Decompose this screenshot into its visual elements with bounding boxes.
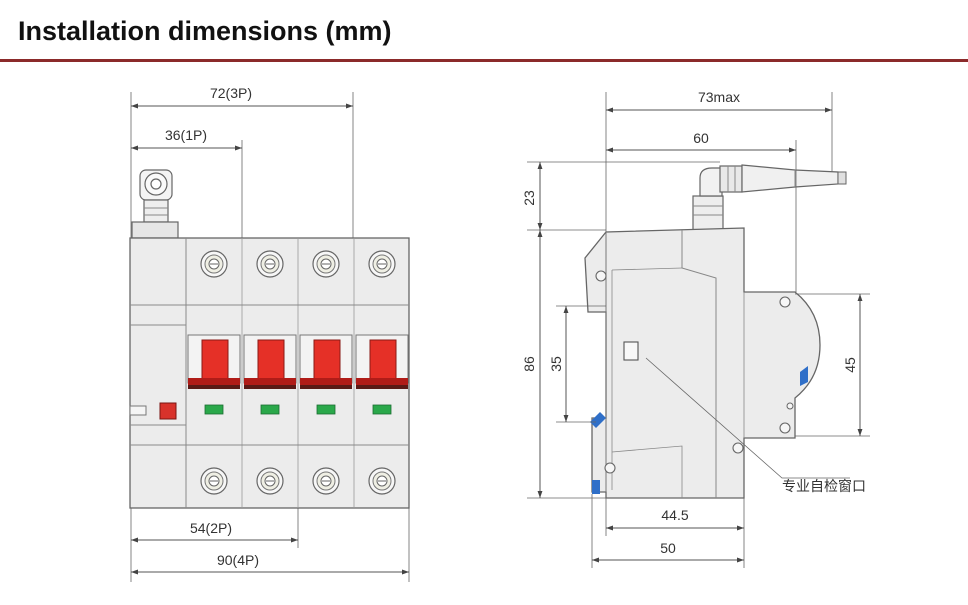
dim-72-3p: 72(3P): [210, 85, 252, 101]
antenna-connector-front: [131, 169, 179, 239]
test-button: [159, 402, 177, 420]
terminal-bottom: [368, 467, 396, 495]
din-clip-upper: [590, 412, 606, 428]
status-indicator: [372, 404, 392, 415]
callout-self-check: 专业自检窗口: [782, 478, 866, 494]
header: Installation dimensions (mm): [0, 0, 968, 62]
side-dimensions: 73max 60 23 86 35 45 44.5 50: [521, 89, 870, 568]
dim-36-1p: 36(1P): [165, 127, 207, 143]
dim-35: 35: [548, 356, 564, 372]
din-clip-lower: [592, 480, 600, 494]
pole-module: [299, 250, 353, 495]
dim-60-top: 60: [693, 130, 709, 146]
self-check-window: [623, 341, 639, 361]
dim-23: 23: [521, 190, 537, 206]
dim-86: 86: [521, 356, 537, 372]
page-title: Installation dimensions (mm): [18, 16, 392, 46]
front-view: [129, 169, 410, 509]
side-view: 专业自检窗口: [584, 164, 866, 499]
handle-base: [244, 378, 296, 386]
dim-54-2p: 54(2P): [190, 520, 232, 536]
toggle-handle: [369, 339, 397, 381]
terminal-top: [256, 250, 284, 278]
status-indicator: [260, 404, 280, 415]
terminal-top: [312, 250, 340, 278]
breaker-body-side: [584, 227, 821, 499]
pole-module: [187, 250, 241, 495]
handle-base: [188, 378, 240, 386]
dim-90-4p: 90(4P): [217, 552, 259, 568]
terminal-bottom: [256, 467, 284, 495]
terminal-top: [200, 250, 228, 278]
dim-73max: 73max: [698, 89, 740, 105]
toggle-handle: [201, 339, 229, 381]
title-rule: [0, 59, 968, 62]
pole-module: [243, 250, 297, 495]
dim-44-5: 44.5: [661, 507, 688, 523]
dim-45: 45: [842, 357, 858, 373]
handle-base: [356, 378, 408, 386]
terminal-top: [368, 250, 396, 278]
terminal-bottom: [200, 467, 228, 495]
status-indicator: [316, 404, 336, 415]
antenna-side: [692, 164, 847, 231]
terminal-bottom: [312, 467, 340, 495]
pole-module: [355, 250, 409, 495]
status-indicator: [204, 404, 224, 415]
front-dimensions: 72(3P) 36(1P) 54(2P) 90(4P): [130, 85, 410, 582]
din-clip-front: [800, 366, 808, 386]
toggle-handle: [313, 339, 341, 381]
toggle-handle: [257, 339, 285, 381]
dim-50: 50: [660, 540, 676, 556]
handle-base: [300, 378, 352, 386]
